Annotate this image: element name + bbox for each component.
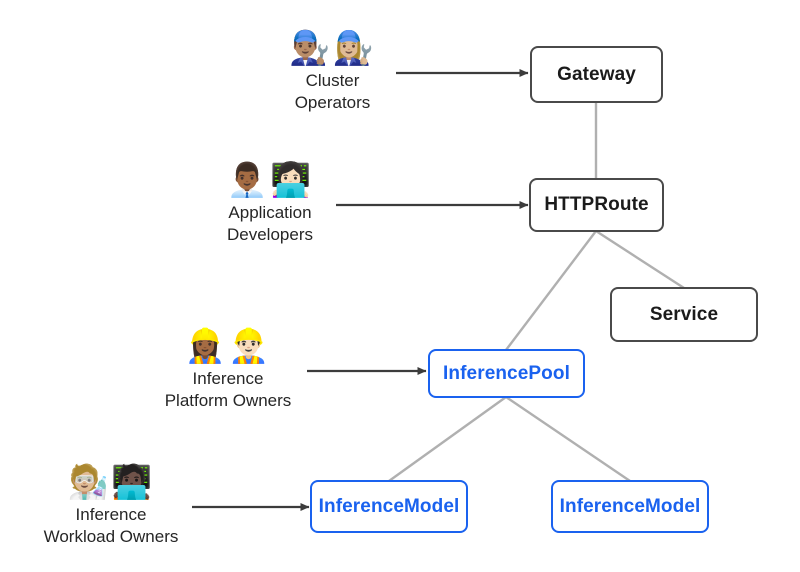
construction-worker-pair-icon: 👷🏾‍♀️👷🏻‍♂️ — [184, 326, 272, 365]
actor-cluster-operators[interactable]: 👨🏽‍🔧👩🏼‍🔧 Cluster Operators — [260, 28, 405, 113]
node-label-gateway: Gateway — [557, 63, 636, 85]
actor-label-application-developers: Application Developers — [227, 202, 313, 244]
node-label-inferencemodel-right: InferenceModel — [559, 495, 701, 517]
node-httproute[interactable]: HTTPRoute — [529, 178, 664, 232]
node-label-inferencemodel-left: InferenceModel — [318, 495, 460, 517]
actor-application-developers[interactable]: 👨🏾‍💼👩🏻‍💻 Application Developers — [196, 160, 344, 245]
node-inferencemodel-left[interactable]: InferenceModel — [310, 480, 468, 533]
actor-inference-workload-owners[interactable]: 🧑🏼‍🔬🧑🏿‍💻 Inference Workload Owners — [32, 462, 190, 547]
edge-httproute-inferencepool — [505, 230, 597, 351]
office-worker-technologist-pair-icon: 👨🏾‍💼👩🏻‍💻 — [226, 160, 314, 199]
mechanic-pair-icon: 👨🏽‍🔧👩🏼‍🔧 — [289, 28, 376, 67]
edge-inferencepool-inferencemodel-right — [505, 396, 631, 482]
node-label-inferencepool: InferencePool — [443, 362, 570, 384]
node-inferencemodel-right[interactable]: InferenceModel — [551, 480, 709, 533]
actor-label-inference-platform-owners: Inference Platform Owners — [164, 368, 292, 410]
actor-inference-platform-owners[interactable]: 👷🏾‍♀️👷🏻‍♂️ Inference Platform Owners — [152, 326, 304, 411]
scientist-technologist-pair-icon: 🧑🏼‍🔬🧑🏿‍💻 — [67, 462, 155, 501]
node-service[interactable]: Service — [610, 287, 758, 342]
actor-label-cluster-operators: Cluster Operators — [294, 70, 371, 112]
node-label-service: Service — [649, 303, 719, 325]
edge-inferencepool-inferencemodel-left — [388, 396, 507, 482]
actor-label-inference-workload-owners: Inference Workload Owners — [43, 504, 179, 546]
node-gateway[interactable]: Gateway — [530, 46, 663, 103]
node-label-httproute: HTTPRoute — [544, 194, 649, 215]
node-inferencepool[interactable]: InferencePool — [428, 349, 585, 398]
edge-httproute-service — [595, 229, 685, 290]
